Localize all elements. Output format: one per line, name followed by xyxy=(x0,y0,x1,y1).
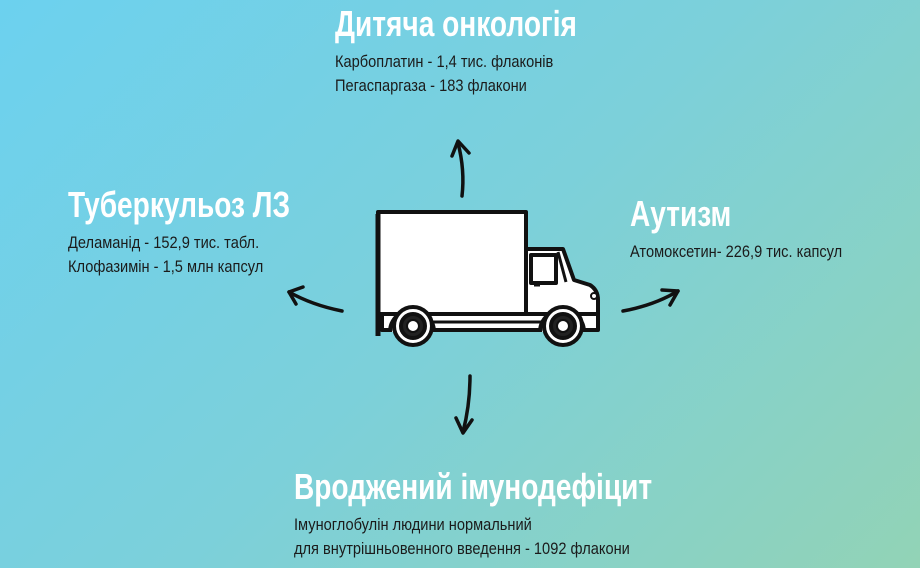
section-oncology: Дитяча онкологія Карбоплатин - 1,4 тис. … xyxy=(335,4,645,98)
arrow-up-icon xyxy=(450,139,471,198)
section-line: Пегаспаргаза - 183 флакони xyxy=(335,76,527,95)
section-title: Аутизм xyxy=(630,193,732,234)
section-title: Дитяча онкологія xyxy=(335,3,577,44)
section-title: Туберкульоз ЛЗ xyxy=(68,184,291,225)
section-tuberculosis: Туберкульоз ЛЗ Деламанід - 152,9 тис. та… xyxy=(68,185,353,279)
section-line: Клофазимін - 1,5 млн капсул xyxy=(68,257,264,276)
section-autism: Аутизм Атомоксетин- 226,9 тис. капсул xyxy=(630,194,877,264)
section-immunodeficiency: Вроджений імунодефіцит Імуноглобулін люд… xyxy=(294,467,753,561)
arrow-left-icon xyxy=(287,285,344,313)
section-title: Вроджений імунодефіцит xyxy=(294,466,653,507)
arrow-right-icon xyxy=(621,288,680,313)
section-line: Деламанід - 152,9 тис. табл. xyxy=(68,233,260,252)
section-line: Карбоплатин - 1,4 тис. флаконів xyxy=(335,52,554,71)
section-line: для внутрішньовенного введення - 1092 фл… xyxy=(294,539,630,558)
section-line: Атомоксетин- 226,9 тис. капсул xyxy=(630,242,843,261)
truck-icon xyxy=(375,210,600,347)
section-line: Імуноглобулін людини нормальний xyxy=(294,515,532,534)
arrow-down-icon xyxy=(454,374,474,435)
